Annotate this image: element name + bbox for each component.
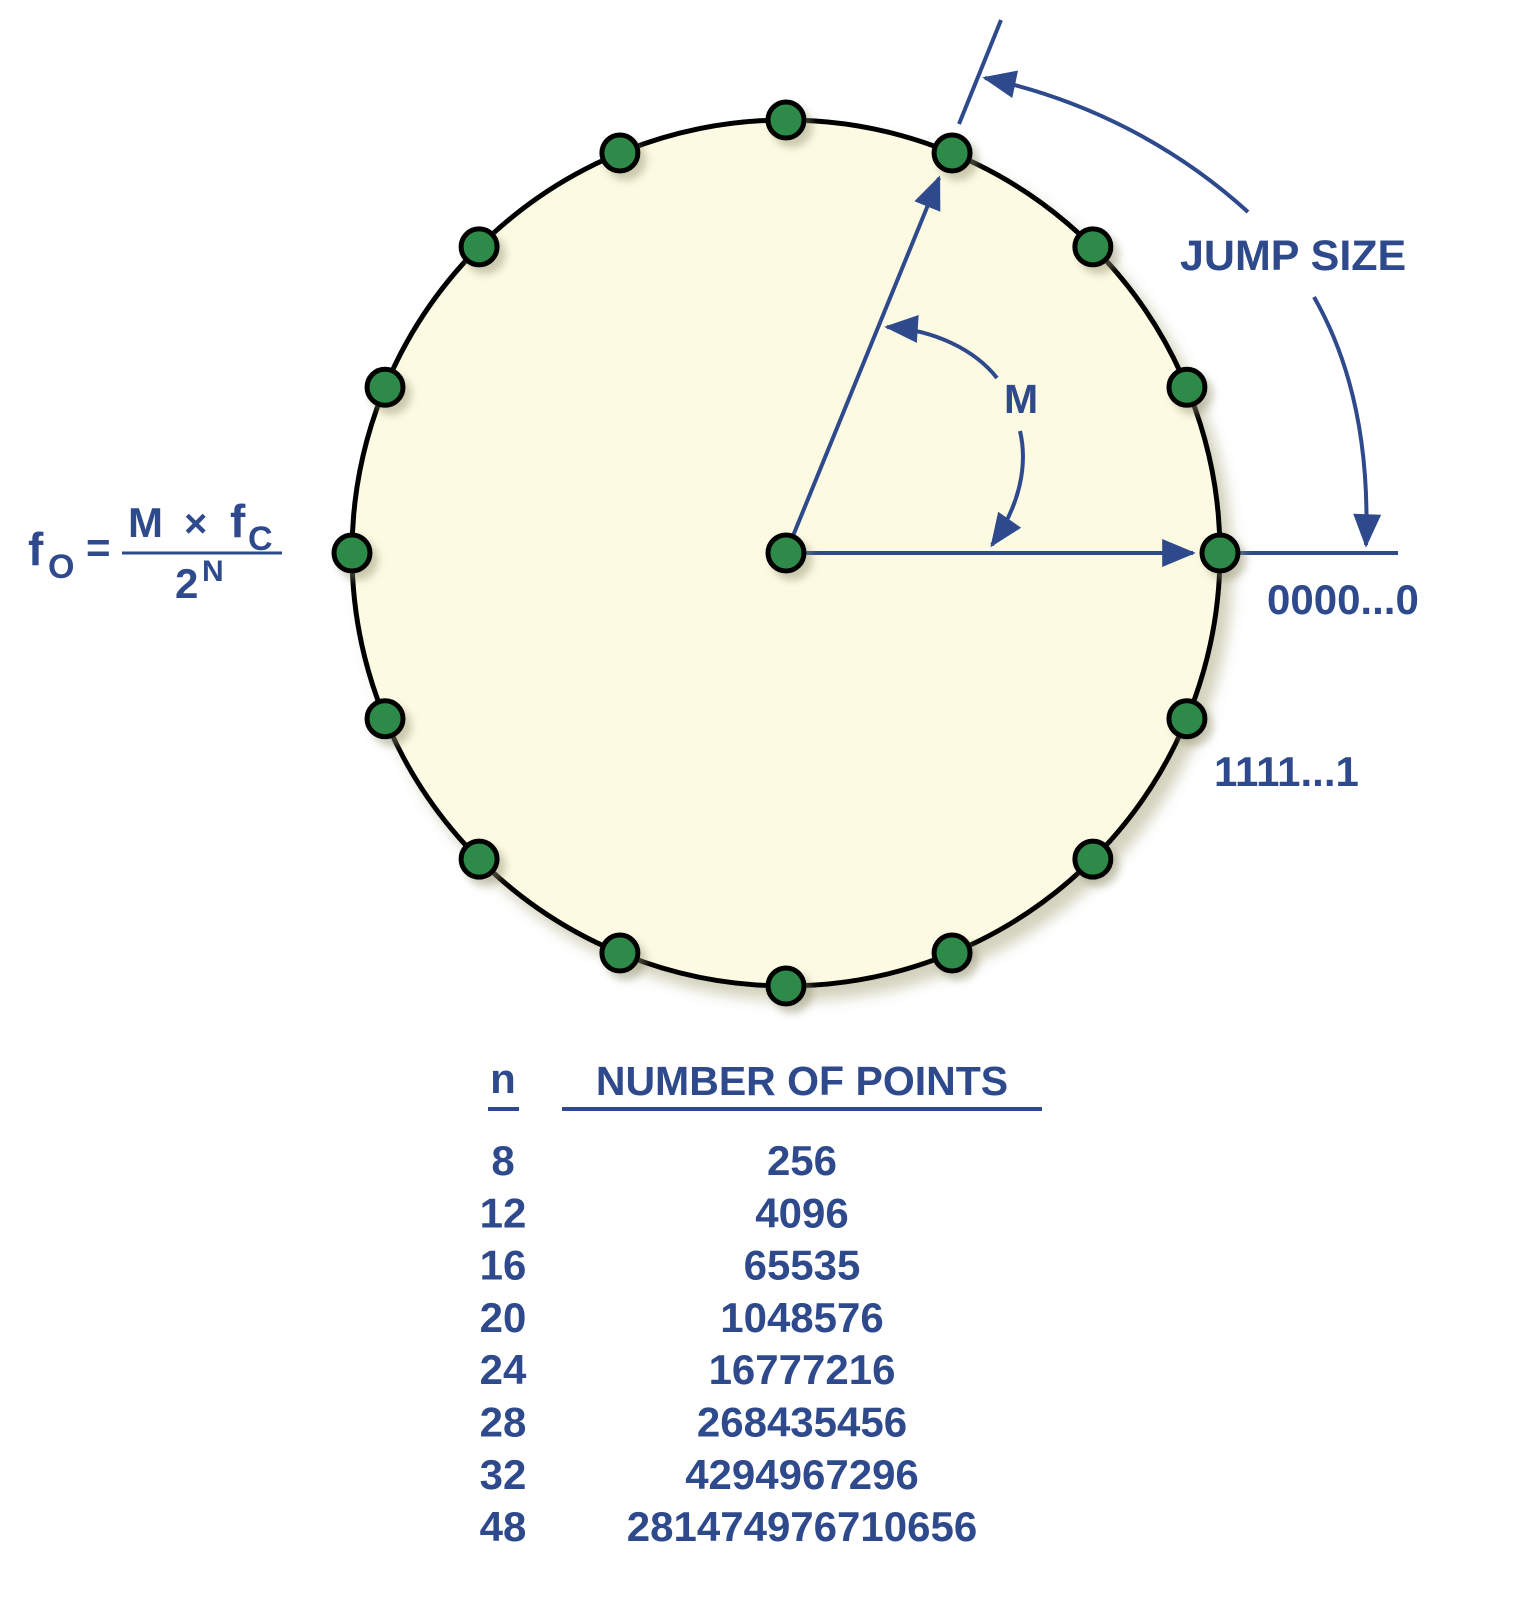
phase-points (331, 99, 1241, 1007)
m-label: M (1004, 376, 1038, 422)
phase-point (765, 99, 807, 141)
phase-point (1199, 532, 1241, 574)
table-cell-n: 16 (480, 1242, 527, 1289)
table-cell-n: 28 (480, 1399, 527, 1446)
points-table: n NUMBER OF POINTS 8 256 12 4096 16 65535 20 10… (480, 1055, 1042, 1550)
table-cell-points: 16777216 (709, 1346, 896, 1393)
formula-numerator-m: M (128, 499, 163, 546)
zero-code-label: 0000...0 (1267, 576, 1419, 623)
jump-size-label: JUMP SIZE (1180, 232, 1406, 280)
table-cell-points: 4294967296 (685, 1451, 919, 1498)
table-cell-n: 24 (480, 1346, 527, 1393)
jump-arc-upper (982, 70, 1250, 214)
ones-code-label: 1111...1 (1214, 748, 1359, 795)
phase-point (599, 932, 641, 974)
m-arc-lower (990, 430, 1025, 548)
jump-reference-line (957, 19, 1003, 125)
formula-times: × (184, 502, 207, 546)
formula-fc-f: f (230, 495, 246, 547)
table-cell-n: 8 (491, 1137, 514, 1184)
phase-point (364, 366, 406, 408)
formula-f: f (28, 523, 44, 575)
phase-point (1166, 366, 1208, 408)
phase-point (458, 226, 500, 268)
table-rows: 8 256 12 4096 16 65535 20 1048576 24 16777216 28 26… (480, 1137, 978, 1550)
table-cell-points: 65535 (744, 1242, 861, 1289)
phase-point (1072, 226, 1114, 268)
phase-point (364, 698, 406, 740)
table-cell-n: 32 (480, 1451, 527, 1498)
table-cell-points: 4096 (755, 1189, 848, 1236)
formula-equals: = (86, 524, 111, 571)
phase-point (599, 132, 641, 174)
phase-point (931, 932, 973, 974)
m-arc-upper (884, 314, 999, 380)
phase-point (931, 132, 973, 174)
center-point (765, 532, 807, 574)
table-cell-n: 20 (480, 1294, 527, 1341)
phase-point (1166, 698, 1208, 740)
formula-o-subscript: O (48, 548, 74, 586)
table-cell-n: 12 (480, 1189, 527, 1236)
radius-arrow-angled (784, 175, 941, 554)
table-cell-n: 48 (480, 1503, 527, 1550)
table-header-n: n (490, 1055, 516, 1102)
jump-arc-lower (1312, 296, 1382, 548)
table-cell-points: 268435456 (697, 1399, 907, 1446)
table-cell-points: 281474976710656 (627, 1503, 977, 1550)
phase-point (331, 532, 373, 574)
table-header-points: NUMBER OF POINTS (596, 1058, 1008, 1104)
output-frequency-formula: f O = M × f C 2 N (28, 495, 282, 607)
table-cell-points: 1048576 (720, 1294, 884, 1341)
table-cell-points: 256 (767, 1137, 837, 1184)
formula-exponent-n: N (202, 555, 224, 588)
phase-point (1072, 838, 1114, 880)
phase-point (458, 838, 500, 880)
formula-denominator-2: 2 (175, 560, 198, 607)
phase-point (765, 965, 807, 1007)
